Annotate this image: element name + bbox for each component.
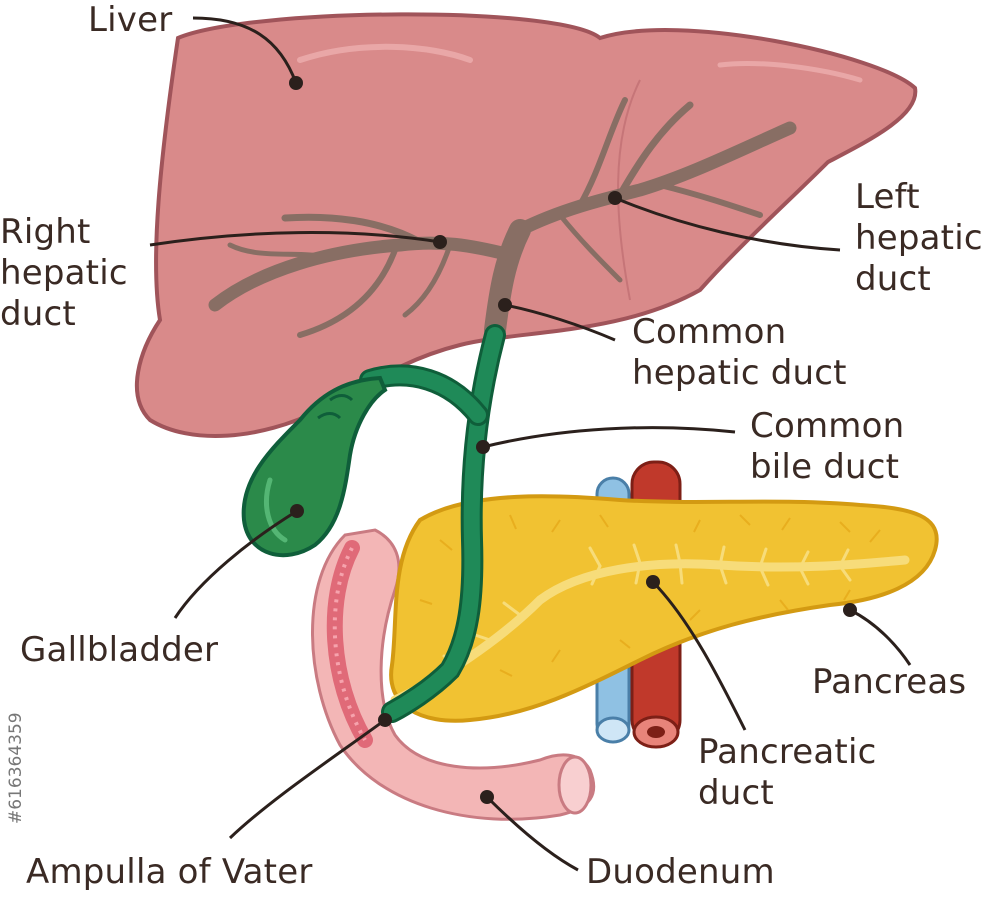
label-common-bile-duct: Common bile duct — [750, 406, 905, 487]
leader-gallbladder — [173, 509, 298, 619]
leader-right-hepatic-duct — [149, 231, 441, 247]
label-pancreatic-duct: Pancreatic duct — [698, 732, 877, 813]
leader-pancreas — [849, 608, 912, 666]
leader-duodenum — [485, 795, 579, 872]
leader-common-hepatic-duct — [504, 303, 616, 342]
leader-dots — [289, 76, 857, 804]
image-id: #616364359 — [6, 712, 26, 824]
label-ampulla-of-vater: Ampulla of Vater — [26, 852, 313, 892]
label-common-hepatic-duct: Common hepatic duct — [632, 312, 847, 393]
gallbladder-and-ducts — [241, 324, 506, 723]
label-duodenum: Duodenum — [586, 852, 775, 892]
leader-pancreatic-duct — [651, 580, 747, 731]
label-right-hepatic-duct: Right hepatic duct — [0, 212, 128, 334]
label-pancreas: Pancreas — [812, 662, 967, 702]
label-gallbladder: Gallbladder — [20, 630, 219, 670]
label-liver: Liver — [88, 0, 173, 40]
leader-common-bile-duct — [482, 426, 736, 449]
leader-left-hepatic-duct — [614, 196, 841, 252]
label-left-hepatic-duct: Left hepatic duct — [855, 177, 983, 299]
duodenum — [311, 528, 596, 821]
hepatic-duct-tree — [208, 97, 797, 341]
leader-liver — [192, 16, 298, 84]
leader-lines — [149, 16, 912, 872]
leader-ampulla-of-vater — [228, 718, 386, 840]
